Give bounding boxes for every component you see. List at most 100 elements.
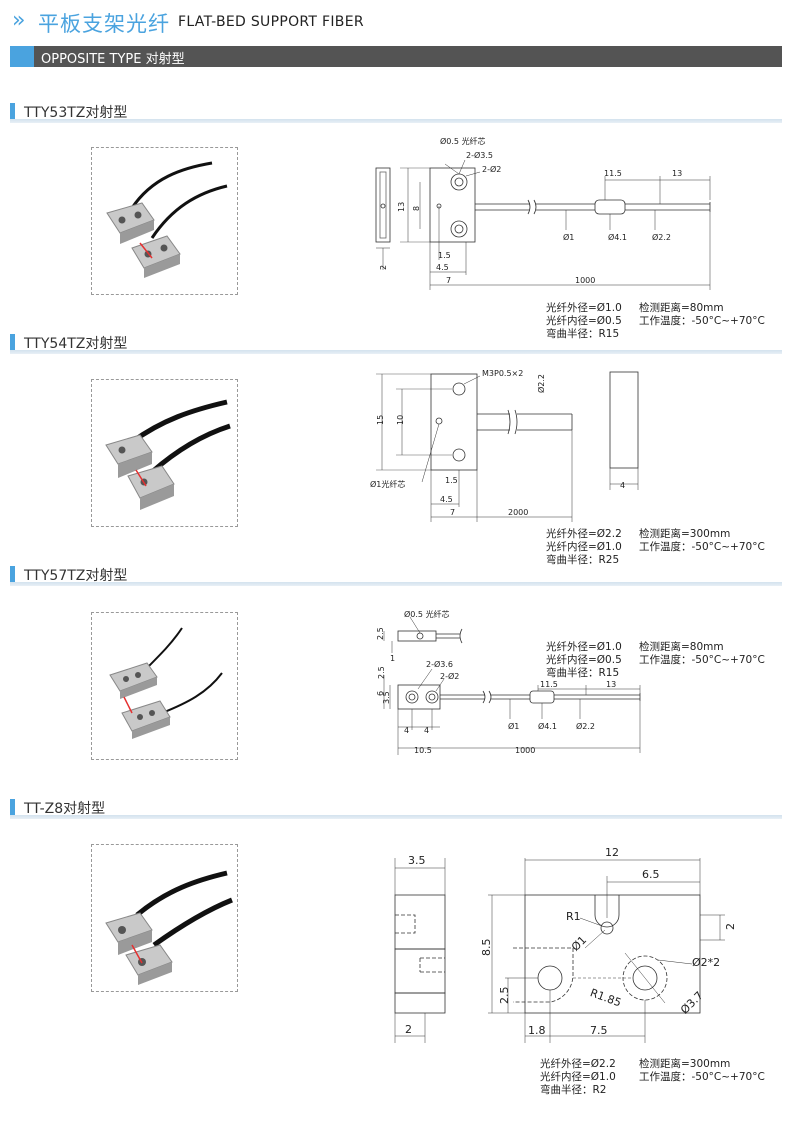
spec-inner-diameter: 光纤内径=Ø0.5	[546, 315, 622, 327]
dim-4-5: 4.5	[436, 263, 449, 272]
dim-1-5: 1.5	[438, 251, 451, 260]
dim-1: 1	[390, 654, 395, 663]
dim-height-10: 10	[396, 415, 405, 425]
spec-block-right: 检测距离=80mm 工作温度：-50°C~+70°C	[639, 302, 765, 328]
dim-fiber-4-1: Ø4.1	[608, 232, 627, 242]
dim-d2x2: Ø2*2	[692, 956, 720, 969]
dim-2-5: 2.5	[376, 627, 385, 640]
dim-height-2: 2	[724, 923, 737, 930]
spec-bend-radius: 弯曲半径：R25	[546, 554, 620, 566]
dim-4a: 4	[404, 726, 409, 735]
dim-width-12: 12	[605, 846, 619, 859]
dim-height-2-5: 2.5	[377, 666, 386, 679]
sensor-render	[105, 399, 231, 510]
section-accent	[10, 566, 15, 583]
dim-core: Ø0.5 光纤芯	[404, 609, 450, 619]
dim-fiber-4-1: Ø4.1	[538, 721, 557, 731]
spec-block-left: 光纤外径=Ø1.0 光纤内径=Ø0.5 弯曲半径：R15	[546, 302, 622, 341]
dim-d3-7: Ø3.7	[678, 989, 706, 1017]
spec-detect-distance: 检测距离=80mm	[639, 302, 724, 314]
dim-2000: 2000	[508, 508, 528, 517]
spec-operating-temp: 工作温度：-50°C~+70°C	[639, 541, 765, 553]
section-title: TTY57TZ对射型	[24, 568, 128, 584]
dim-hole: 2-Ø3.5	[466, 150, 493, 160]
dim-11-5: 11.5	[604, 169, 622, 178]
product-photo-tty57tz	[91, 612, 238, 760]
product-photo-tt-z8	[91, 844, 238, 992]
section-title: TTY53TZ对射型	[24, 105, 128, 121]
spec-detect-distance: 检测距离=80mm	[639, 641, 724, 653]
dim-fiber-2-2: Ø2.2	[536, 374, 546, 393]
dim-10-5: 10.5	[414, 746, 432, 755]
product-photo-tty53tz	[91, 147, 238, 295]
dim-height-8-5: 8.5	[480, 939, 493, 957]
spec-outer-diameter: 光纤外径=Ø2.2	[546, 528, 622, 540]
page-title-en: FLAT-BED SUPPORT FIBER	[178, 14, 364, 30]
spec-bend-radius: 弯曲半径：R2	[540, 1084, 607, 1096]
page-title-cn: 平板支架光纤	[38, 12, 170, 36]
spec-detect-distance: 检测距离=300mm	[639, 1058, 731, 1070]
spec-block-right: 检测距离=300mm 工作温度：-50°C~+70°C	[639, 1058, 765, 1084]
dim-r1-85: R1.85	[588, 986, 623, 1009]
section-rule	[10, 582, 782, 586]
dim-1-5: 1.5	[445, 476, 458, 485]
section-rule	[10, 815, 782, 819]
dim-width-2: 2	[405, 1023, 412, 1036]
drawing-tty53tz: Ø0.5 光纤芯 2-Ø3.5 2-Ø2 11.5 13 13 8 1.5 4.…	[375, 136, 711, 290]
dim-height-6: 6	[376, 691, 385, 696]
spec-block-left: 光纤外径=Ø2.2 光纤内径=Ø1.0 弯曲半径：R25	[546, 528, 622, 567]
dim-hole: 2-Ø3.6	[426, 659, 453, 669]
section-rule	[10, 119, 782, 123]
section-header-tt-z8: TT-Z8对射型	[10, 797, 782, 819]
spec-detect-distance: 检测距离=300mm	[639, 528, 731, 540]
drawing-tty57tz: Ø0.5 光纤芯 2.5 1 2-Ø3.6 2-Ø2 2.5 6 3.5 4 4…	[376, 609, 641, 755]
dim-fiber-2-2: Ø2.2	[652, 232, 671, 242]
dim-7: 7	[450, 508, 455, 517]
dim-width-6-5: 6.5	[642, 868, 660, 881]
dim-1000: 1000	[575, 276, 595, 285]
spec-operating-temp: 工作温度：-50°C~+70°C	[639, 315, 765, 327]
dim-height-13: 13	[397, 202, 406, 212]
dim-1000: 1000	[515, 746, 535, 755]
dim-core: Ø1光纤芯	[370, 479, 405, 489]
spec-outer-diameter: 光纤外径=Ø1.0	[546, 641, 622, 653]
dim-fiber-1: Ø1	[508, 721, 519, 731]
dim-4-5: 4.5	[440, 495, 453, 504]
dim-screw: M3P0.5×2	[482, 369, 523, 378]
dim-fiber-1: Ø1	[563, 232, 574, 242]
spec-bend-radius: 弯曲半径：R15	[546, 328, 620, 340]
drawing-tt-z8: 3.5 2 12 6.5 8.5 2 R1 Ø1 2.5 R1.85 Ø2*2 …	[394, 846, 737, 1043]
dim-height-15: 15	[376, 415, 385, 425]
dim-d1: Ø1	[569, 934, 589, 954]
dim-7: 7	[446, 276, 451, 285]
section-accent	[10, 103, 15, 120]
spec-operating-temp: 工作温度：-50°C~+70°C	[639, 1071, 765, 1083]
section-title: TT-Z8对射型	[24, 801, 106, 817]
sensor-render	[109, 627, 223, 739]
section-accent	[10, 334, 15, 351]
spec-operating-temp: 工作温度：-50°C~+70°C	[639, 654, 765, 666]
type-banner-accent	[10, 46, 34, 67]
sensor-render	[106, 161, 228, 278]
dim-width-7-5: 7.5	[590, 1024, 608, 1037]
spec-bend-radius: 弯曲半径：R15	[546, 667, 620, 679]
spec-outer-diameter: 光纤外径=Ø2.2	[540, 1058, 616, 1070]
dim-13: 13	[672, 169, 682, 178]
dim-core: Ø0.5 光纤芯	[440, 136, 486, 146]
spec-block-left: 光纤外径=Ø1.0 光纤内径=Ø0.5 弯曲半径：R15	[546, 641, 622, 680]
spec-inner-diameter: 光纤内径=Ø1.0	[546, 541, 622, 553]
dim-fiber-2-2: Ø2.2	[576, 721, 595, 731]
product-photo-tty54tz	[91, 379, 238, 527]
type-banner: OPPOSITE TYPE 对射型	[10, 46, 782, 67]
spec-block-left: 光纤外径=Ø2.2 光纤内径=Ø1.0 弯曲半径：R2	[540, 1058, 616, 1097]
spec-block-right: 检测距离=80mm 工作温度：-50°C~+70°C	[639, 641, 765, 667]
drawing-tty54tz: M3P0.5×2 Ø2.2 15 10 Ø1光纤芯 1.5 4.5 7 2000…	[370, 369, 639, 522]
dim-pin: 2-Ø2	[440, 671, 459, 681]
dim-4b: 4	[424, 726, 429, 735]
dim-r1: R1	[566, 910, 581, 923]
dim-11-5: 11.5	[540, 680, 558, 689]
section-title: TTY54TZ对射型	[24, 336, 128, 352]
section-header-tty54tz: TTY54TZ对射型	[10, 332, 782, 354]
section-rule	[10, 350, 782, 354]
dim-height-2-5: 2.5	[498, 987, 511, 1005]
